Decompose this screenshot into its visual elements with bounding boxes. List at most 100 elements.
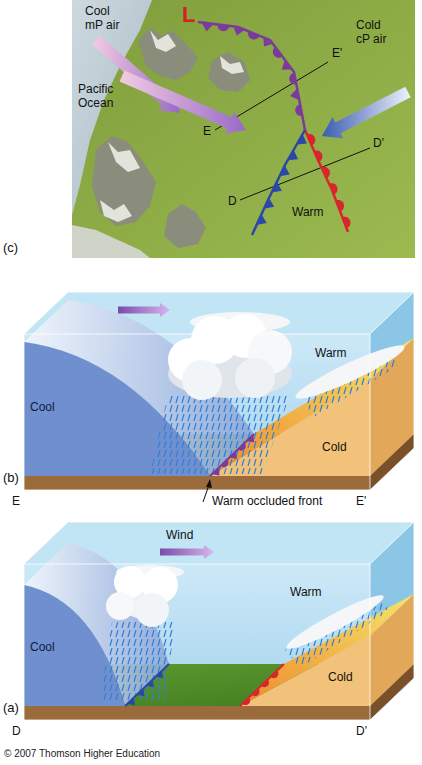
air-flow-arrow [118, 303, 170, 317]
section-end-label: E' [332, 46, 342, 60]
cold-front-symbol [202, 22, 214, 31]
warm-front-symbol [336, 200, 344, 212]
warm-front-symbol [217, 24, 229, 31]
leader-line [203, 485, 209, 502]
weather-front [210, 434, 254, 476]
warm-front-symbol [242, 698, 250, 706]
warm-front-symbol [271, 671, 279, 679]
mountains [164, 204, 206, 248]
section-end-label: E [12, 494, 20, 508]
cold-front-symbol [288, 150, 298, 160]
warm-front-symbol [307, 134, 315, 145]
front-line [240, 664, 284, 706]
section-end-label: E' [356, 494, 366, 508]
front-line [198, 22, 305, 130]
warm-front-symbol [252, 689, 260, 697]
section-end-label: D' [373, 136, 384, 150]
cold-front-symbol [212, 468, 220, 476]
snow-cap [220, 56, 244, 74]
warm-front-symbol [221, 460, 229, 468]
cold-front-symbol [127, 698, 135, 706]
block-side [370, 292, 414, 490]
rain [100, 622, 175, 700]
panel-letter: (a) [3, 700, 19, 715]
cold-front-symbol [257, 214, 267, 225]
cold-front-symbol [272, 182, 282, 193]
weather-front [198, 22, 305, 130]
cold-front-symbol [264, 198, 274, 209]
mountains [208, 52, 250, 92]
cross-section-block [24, 522, 414, 720]
air-flow-arrow [322, 87, 411, 139]
soil [24, 706, 370, 720]
air-mass-label: Warm [315, 346, 347, 360]
panel-letter: (c) [3, 240, 18, 255]
cold-front-symbol [233, 26, 244, 35]
air-mass-label: Warm [290, 585, 322, 599]
cold-front-symbol [297, 134, 307, 144]
land [72, 0, 415, 258]
map-label: Pacific Ocean [78, 82, 126, 110]
cold-front-symbol [247, 435, 255, 443]
panel-letter: (b) [3, 470, 19, 485]
weather-front [252, 130, 307, 235]
section-end-label: E [203, 124, 211, 138]
air-mass-label: Cool mP air [85, 4, 127, 32]
warm-front-symbol [321, 167, 330, 178]
cold-front-symbol [282, 60, 292, 70]
mountains [92, 136, 156, 226]
cold-front-symbol [229, 451, 237, 459]
air-flow-arrow [160, 545, 214, 559]
front-label: Warm occluded front [212, 494, 322, 508]
sky [24, 292, 414, 490]
warm-front-symbol [248, 31, 260, 39]
snow-cap [150, 30, 176, 52]
front-line [252, 130, 305, 235]
air-mass-label: Cold cP air [356, 18, 396, 46]
cross-section-block [24, 292, 414, 502]
warm-front-symbol [295, 104, 302, 116]
cold-front-symbol [280, 165, 290, 176]
map-panel [72, 0, 415, 258]
cumulonimbus-cloud [106, 565, 184, 627]
warm-front-symbol [314, 150, 322, 161]
warm-front-symbol [238, 443, 246, 451]
cold-front-symbol [156, 671, 164, 679]
air-flow-arrow [120, 70, 246, 133]
air-mass-label: Cold [328, 670, 353, 684]
cold-front-symbol [290, 88, 299, 100]
weather-front [240, 664, 284, 706]
air-mass-label: Cool [30, 400, 55, 414]
air-mass-label: Cold [322, 440, 347, 454]
low-pressure-symbol: L [182, 2, 195, 28]
snow-cap [100, 200, 132, 222]
air-mass-label: Cool [30, 640, 55, 654]
sky [24, 522, 414, 720]
air-mass-label: Warm [292, 205, 324, 219]
front-line [125, 664, 169, 706]
block-edge [370, 564, 371, 720]
warm-front-symbol [342, 217, 350, 229]
section-end-label: D [228, 194, 237, 208]
section-line [240, 148, 370, 200]
warm-front-symbol [273, 47, 283, 58]
block-edge [24, 292, 414, 490]
fronts-and-arrows [92, 22, 411, 706]
warm-front-symbol [289, 73, 296, 85]
stratus-cloud [292, 338, 408, 405]
block-edge [24, 522, 414, 720]
soil [24, 476, 370, 490]
warm-front-symbol [329, 183, 337, 194]
block-edge [370, 334, 371, 490]
front-line [210, 434, 254, 476]
cold-front-symbol [146, 680, 154, 688]
frontal-surface [240, 594, 414, 706]
section-end-label: D [12, 724, 21, 738]
wind-label: Wind [166, 528, 193, 542]
cold-front-symbol [137, 689, 145, 697]
leader-arrowhead [206, 479, 212, 488]
copyright-note: © 2007 Thomson Higher Education [4, 748, 160, 760]
mountains [138, 28, 198, 80]
snowfield [72, 225, 150, 258]
